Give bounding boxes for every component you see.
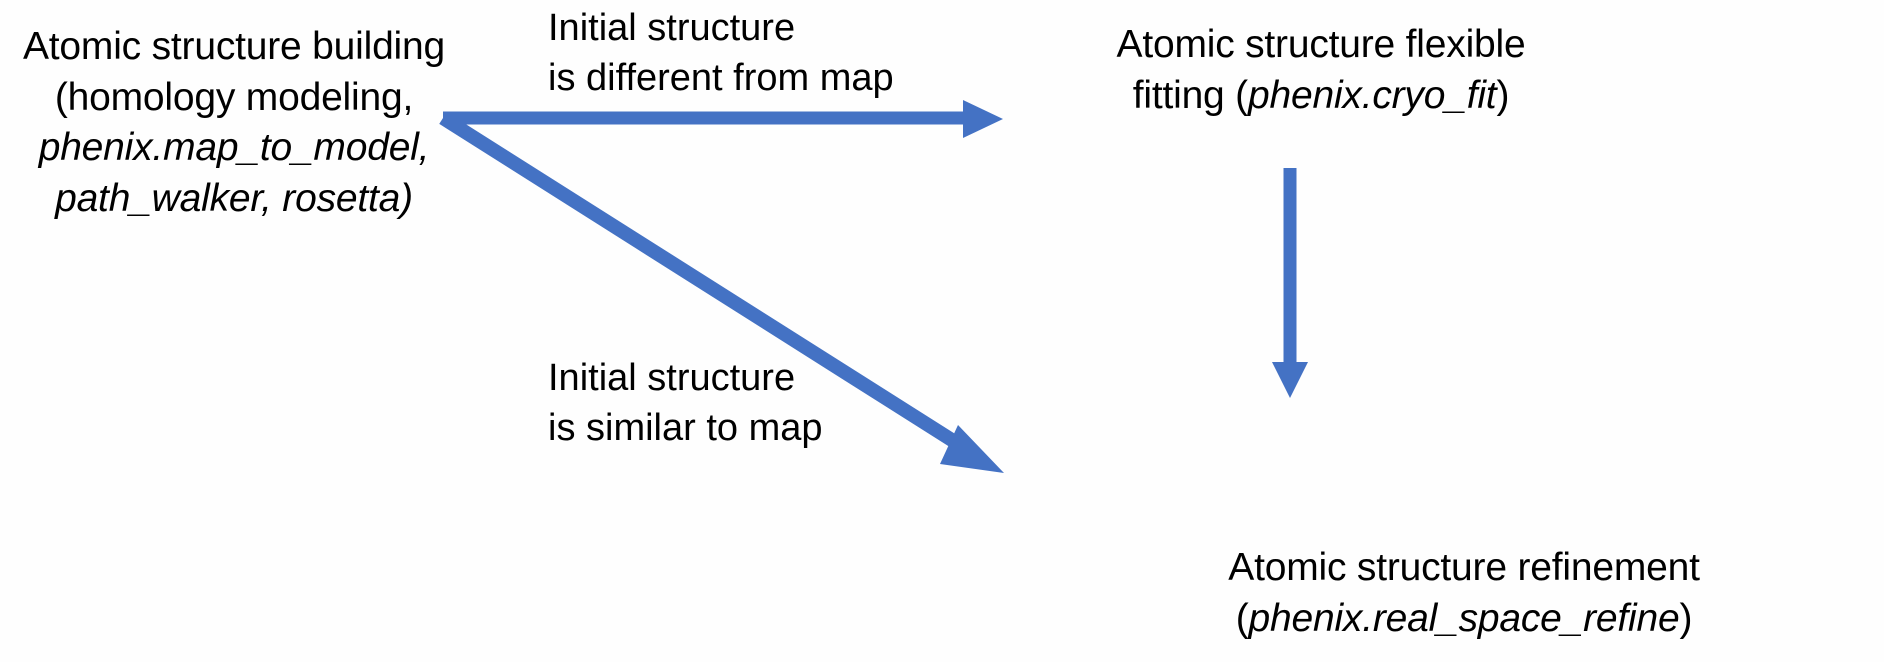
node-building-line-4: path_walker, rosetta)	[8, 174, 460, 225]
node-building-line-2: (homology modeling,	[54, 75, 414, 119]
node-refinement-prefix: (	[1235, 596, 1249, 640]
node-building-line-3: phenix.map_to_model,	[38, 126, 430, 170]
atomic-structure-flexible-fitting-node: Atomic structure flexible fitting (pheni…	[1086, 20, 1556, 121]
node-flexible-fitting-suffix: )	[1496, 73, 1510, 117]
atomic-structure-refinement-node: Atomic structure refinement (phenix.real…	[1058, 543, 1870, 644]
node-refinement-line-1: Atomic structure refinement	[1228, 546, 1700, 589]
node-refinement-line-2: (phenix.real_space_refine)	[1058, 594, 1870, 645]
node-flexible-fitting-line-2: fitting (phenix.cryo_fit)	[1086, 71, 1556, 122]
node-flexible-fitting-prefix: fitting (	[1132, 73, 1248, 117]
node-building-tools: path_walker, rosetta)	[55, 177, 413, 221]
edge-label-different-from-map: Initial structure is different from map	[548, 3, 894, 103]
edge-label-different-line-1: Initial structure	[548, 7, 796, 49]
atomic-structure-building-node: Atomic structure building (homology mode…	[8, 22, 460, 225]
node-flexible-fitting-tool: phenix.cryo_fit	[1247, 73, 1497, 117]
node-refinement-suffix: )	[1679, 596, 1693, 640]
edge-label-similar-line-2: is similar to map	[548, 407, 823, 450]
edge-label-similar-to-map: Initial structure is similar to map	[548, 353, 823, 453]
node-building-line-1: Atomic structure building	[22, 25, 446, 68]
edge-label-similar-line-1: Initial structure	[548, 357, 796, 399]
edge-label-different-line-2: is different from map	[548, 57, 894, 100]
horizontal-arrow-icon	[443, 100, 1003, 138]
node-refinement-tool: phenix.real_space_refine	[1248, 596, 1680, 640]
node-flexible-fitting-line-1: Atomic structure flexible	[1116, 23, 1526, 66]
vertical-arrow-icon	[1272, 168, 1308, 398]
